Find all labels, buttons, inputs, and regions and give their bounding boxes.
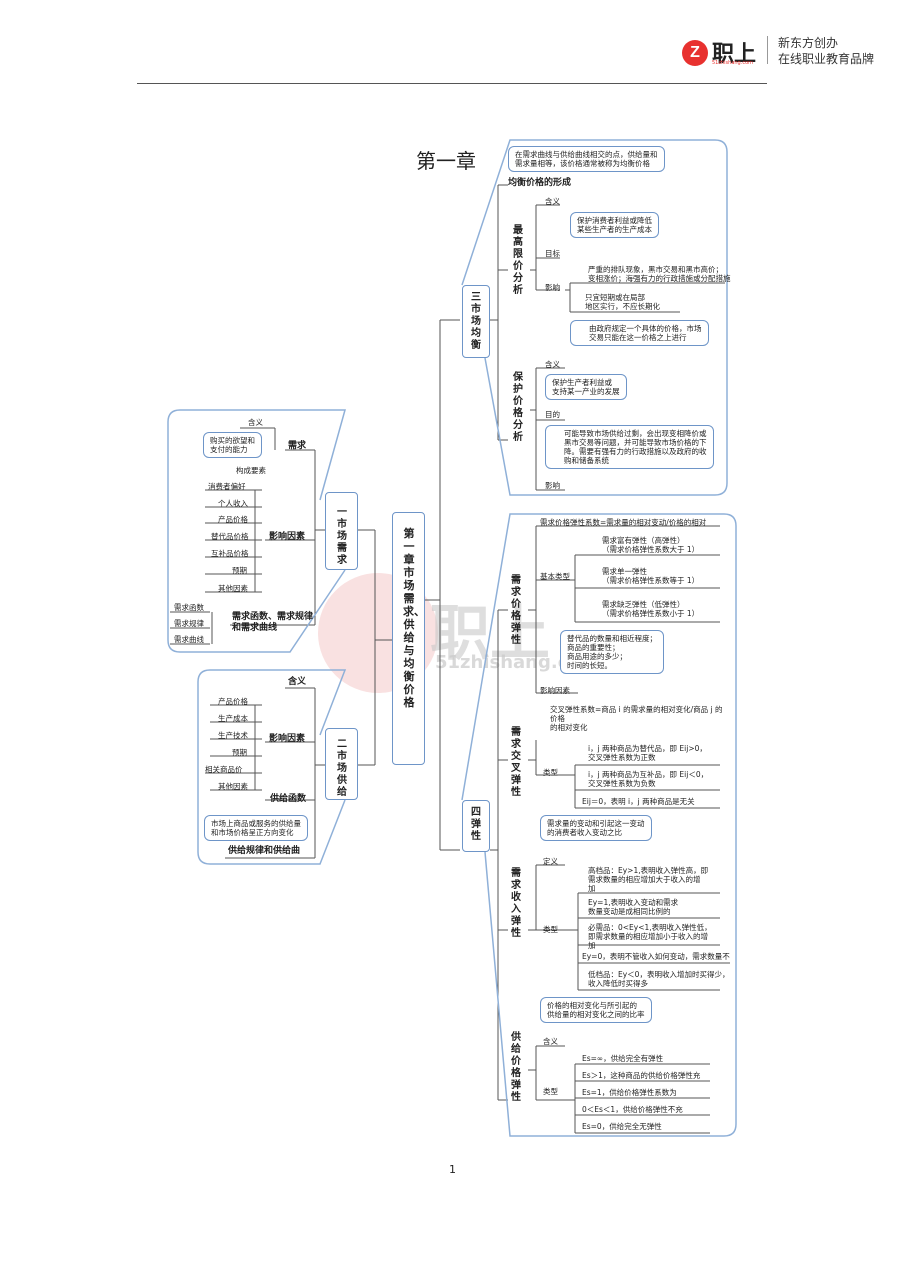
supply-function: 供给函数: [270, 794, 307, 804]
demand-factor: 消费者偏好: [208, 482, 246, 491]
max-price-label: 最高限价分析: [513, 225, 523, 296]
supply-node[interactable]: 二市场供给: [325, 728, 358, 800]
logo-icon: Z: [682, 40, 708, 66]
equilibrium-formation: 均衡价格的形成: [508, 178, 572, 188]
page-number: 1: [449, 1163, 456, 1176]
income-elasticity-label: 需求收入弹性: [511, 868, 521, 939]
watermark-url: 51zhishang.co: [435, 652, 581, 673]
supply-elasticity-type-item: Es=1，供给价格弹性系数为: [582, 1088, 677, 1097]
logo-separator: [767, 36, 768, 64]
demand-factor: 个人收入: [218, 499, 248, 508]
demand-elements: 构成要素: [236, 466, 266, 475]
elasticity-label: 四弹性: [471, 807, 481, 842]
supply-factor: 相关商品价: [205, 765, 243, 774]
brand-line-2: 在线职业教育品牌: [778, 52, 875, 66]
demand-function-item: 需求曲线: [174, 635, 204, 644]
min-price-goal: 目的: [545, 410, 560, 419]
supply-factor: 生产技术: [218, 731, 248, 740]
min-price-goal-callout: 保护生产者利益或 支持某一产业的发展: [545, 374, 627, 400]
demand-factor: 互补品价格: [211, 549, 249, 558]
supply-meaning: 含义: [288, 677, 307, 687]
income-definition: 定义: [543, 857, 558, 866]
demand-price-type: 需求缺乏弹性（低弹性） （需求价格弹性系数小于 1）: [602, 600, 700, 618]
max-price-effect-2: 只宜短期或在局部 地区实行，不应长期化: [585, 293, 660, 311]
income-type-item: 低档品：Ey＜0，表明收入增加时买得少， 收入降低时买得多: [588, 970, 730, 988]
demand-factor: 预期: [232, 566, 247, 575]
equilibrium-node[interactable]: 三市场均衡: [462, 285, 490, 358]
cross-type-item: Eij＝0，表明 i，j 两种商品是无关: [582, 797, 695, 806]
demand-price-formula: 需求价格弹性系数=需求量的相对变动/价格的相对: [540, 518, 707, 527]
supply-elasticity-type-item: Es=0，供给完全无弹性: [582, 1122, 662, 1131]
logo-url: 51zhishang.com: [712, 60, 753, 66]
cross-formula: 交叉弹性系数=商品 i 的需求量的相对变化/商品 j 的 价格 的相对变化: [550, 705, 723, 732]
demand-factors-title: 影响因素: [269, 532, 306, 542]
supply-factor: 产品价格: [218, 697, 248, 706]
demand-price-factors: 影响因素: [540, 686, 570, 695]
demand-factor: 替代品价格: [211, 532, 249, 541]
demand-price-elasticity-label: 需求价格弹性: [511, 575, 521, 646]
supply-label: 二市场供给: [337, 739, 347, 798]
min-price-meaning: 含义: [545, 360, 560, 369]
income-type: 类型: [543, 925, 558, 934]
demand-function-item: 需求函数: [174, 603, 204, 612]
cross-type-item: i，j 两种商品为替代品，即 Eij>0， 交叉弹性系数为正数: [588, 744, 707, 762]
income-type-item: Ey=1,表明收入变动和需求 数量变动是成相同比例的: [588, 898, 679, 916]
demand-price-factor-callout: 替代品的数量和相近程度； 商品的重要性； 商品用途的多少； 时间的长短。: [560, 630, 664, 674]
demand-factor: 其他因素: [218, 584, 248, 593]
supply-elasticity-type: 类型: [543, 1087, 558, 1096]
min-price-effect-callout: 可能导致市场供给过剩，会出现变相降价或 黑市交易等问题，并可能导致市场价格的下 …: [545, 425, 714, 469]
demand-function-title: 需求函数、需求规律 和需求曲线: [232, 612, 314, 633]
supply-elasticity-type-item: Es＞1，这种商品的供给价格弹性充: [582, 1071, 701, 1080]
elasticity-node[interactable]: 四弹性: [462, 800, 490, 852]
demand-function-item: 需求规律: [174, 619, 204, 628]
demand-label: 一市场需求: [337, 507, 347, 566]
brand-line-1: 新东方创办: [778, 36, 839, 50]
cross-type-item: i，j 两种商品为互补品，即 Eij＜0， 交叉弹性系数为负数: [588, 770, 709, 788]
supply-elasticity-label: 供给价格弹性: [511, 1032, 521, 1103]
income-type-item: 高档品：Ey>1,表明收入弹性高，即 需求数量的相应增加大于收入的增 加: [588, 866, 709, 893]
demand-price-type: 需求单一弹性 （需求价格弹性系数等于 1）: [602, 567, 700, 585]
cross-elasticity-label: 需求交叉弹性: [511, 727, 521, 798]
supply-factors-title: 影响因素: [269, 734, 306, 744]
max-price-goal-callout: 保护消费者利益或降低 某些生产者的生产成本: [570, 212, 659, 238]
max-price-effect: 影响: [545, 283, 560, 292]
min-price-label: 保护价格分析: [513, 372, 523, 443]
center-node[interactable]: 第一章 市场需求、供给与均衡价格: [392, 512, 425, 765]
logo-text: 职上: [712, 42, 757, 67]
cross-type: 类型: [543, 768, 558, 777]
supply-factor: 生产成本: [218, 714, 248, 723]
min-price-callout: 由政府规定一个具体的价格，市场 交易只能在这一价格之上进行: [570, 320, 709, 346]
supply-elasticity-meaning: 含义: [543, 1037, 558, 1046]
income-callout: 需求量的变动和引起这一变动 的消费者收入变动之比: [540, 815, 652, 841]
demand-factor: 产品价格: [218, 515, 248, 524]
max-price-effect-1: 严重的排队现象，黑市交易和黑市高价； 变相涨价；海强有力的行政措施或分配措施: [588, 265, 731, 283]
chapter-heading: 第一章: [416, 149, 476, 173]
income-type-item: 必需品：0<Ey<1,表明收入弹性低， 即需求数量的相应增加小于收入的增 加: [588, 923, 712, 950]
supply-elasticity-callout: 价格的相对变化与所引起的 供给量的相对变化之间的比率: [540, 997, 652, 1023]
supply-factor: 其他因素: [218, 782, 248, 791]
supply-factor: 预期: [232, 748, 247, 757]
demand-meaning: 含义: [248, 418, 263, 427]
demand-title: 需求: [288, 441, 307, 451]
supply-law: 供给规律和供给曲: [228, 846, 301, 856]
income-type-item: Ey=0，表明不管收入如何变动，需求数量不: [582, 952, 730, 961]
max-price-goal: 目标: [545, 249, 560, 258]
demand-node[interactable]: 一市场需求: [325, 492, 358, 570]
header-divider: [137, 83, 767, 84]
center-node-label: 第一章 市场需求、供给与均衡价格: [403, 527, 425, 709]
demand-price-type: 需求富有弹性（高弹性） （需求价格弹性系数大于 1）: [602, 536, 700, 554]
supply-elasticity-type-item: 0＜Es＜1，供给价格弹性不充: [582, 1105, 683, 1114]
min-price-effect: 影响: [545, 481, 560, 490]
demand-callout: 购买的欲望和 支付的能力: [203, 432, 262, 458]
demand-price-basic-types: 基本类型: [540, 572, 570, 581]
max-price-meaning: 含义: [545, 197, 560, 206]
equilibrium-callout: 在需求曲线与供给曲线相交的点，供给量和 需求量相等，该价格通常被称为均衡价格: [508, 146, 665, 172]
supply-elasticity-type-item: Es=∞，供给完全有弹性: [582, 1054, 664, 1063]
equilibrium-label: 三市场均衡: [471, 292, 481, 351]
supply-callout: 市场上商品或服务的供给量 和市场价格呈正方向变化: [204, 815, 308, 841]
